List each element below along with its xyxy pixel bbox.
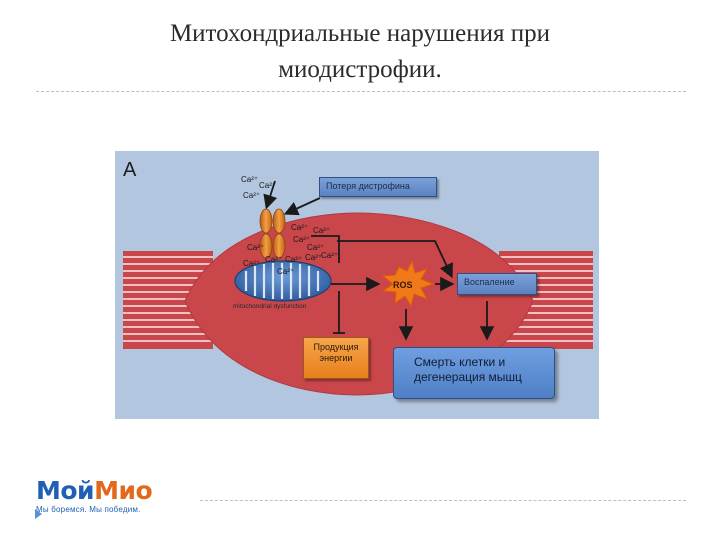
cell-death-line1: Смерть клетки и xyxy=(414,355,506,369)
diagram-figure: A Ca²⁺ Ca²⁺ Ca²⁺ Ca²⁺ Ca²⁺ Ca²⁺ Ca²⁺ Ca²… xyxy=(115,151,599,419)
calcium-label: Ca²⁺ xyxy=(321,251,339,260)
dystrophin-loss-label: Потеря дистрофина xyxy=(326,181,410,191)
inflammation-label: Воспаление xyxy=(464,277,515,287)
moimio-logo: МойМио Мы боремся. Мы победим. xyxy=(36,478,196,515)
energy-label-line1: Продукция xyxy=(313,342,359,352)
calcium-label: Ca²⁺ xyxy=(291,223,309,232)
inflammation-box: Воспаление xyxy=(457,273,537,295)
mitochondrion-icon xyxy=(234,260,332,302)
panel-letter: A xyxy=(123,159,137,181)
logo-tagline: Мы боремся. Мы победим. xyxy=(36,505,141,514)
bottom-divider xyxy=(200,500,686,501)
slide-title: Митохондриальные нарушения при миодистро… xyxy=(60,16,660,88)
slide-title-line1: Митохондриальные нарушения при xyxy=(169,20,551,47)
cell-death-box: Смерть клетки и дегенерация мышц xyxy=(393,347,555,399)
calcium-label: Ca²⁺ xyxy=(259,181,277,190)
calcium-label: Ca²⁺ xyxy=(313,226,331,235)
play-triangle-icon xyxy=(35,509,42,519)
mitochondria-label: mitochondrial dysfunction xyxy=(233,303,307,310)
top-divider xyxy=(36,91,686,92)
logo-part-1: Мой xyxy=(36,476,95,505)
ros-burst-icon xyxy=(381,259,435,308)
calcium-label: Ca²⁺ xyxy=(285,255,303,264)
calcium-label: Ca²⁺ xyxy=(305,253,323,262)
logo-part-2: Мио xyxy=(94,476,153,505)
calcium-label: Ca²⁺ xyxy=(293,235,311,244)
calcium-label: Ca²⁺ xyxy=(243,259,261,268)
logo-wordmark: МойМио xyxy=(36,478,196,504)
calcium-label: Ca²⁺ xyxy=(265,255,283,264)
dystrophin-loss-box: Потеря дистрофина xyxy=(319,177,437,197)
energy-production-box: Продукция энергии xyxy=(303,337,369,379)
calcium-label: Ca²⁺ xyxy=(243,191,261,200)
pathway-arrows xyxy=(263,180,495,341)
slide-title-line2: миодистрофии. xyxy=(278,56,442,83)
cell-death-line2: дегенерация мышц xyxy=(414,370,522,384)
calcium-label: Ca²⁺ xyxy=(277,267,295,276)
ros-label: ROS xyxy=(393,280,413,290)
energy-label-line2: энергии xyxy=(319,353,353,363)
calcium-label: Ca²⁺ xyxy=(247,243,265,252)
calcium-label: Ca²⁺ xyxy=(307,243,325,252)
calcium-label: Ca²⁺ xyxy=(241,175,259,184)
calcium-channel-icon xyxy=(259,208,286,259)
